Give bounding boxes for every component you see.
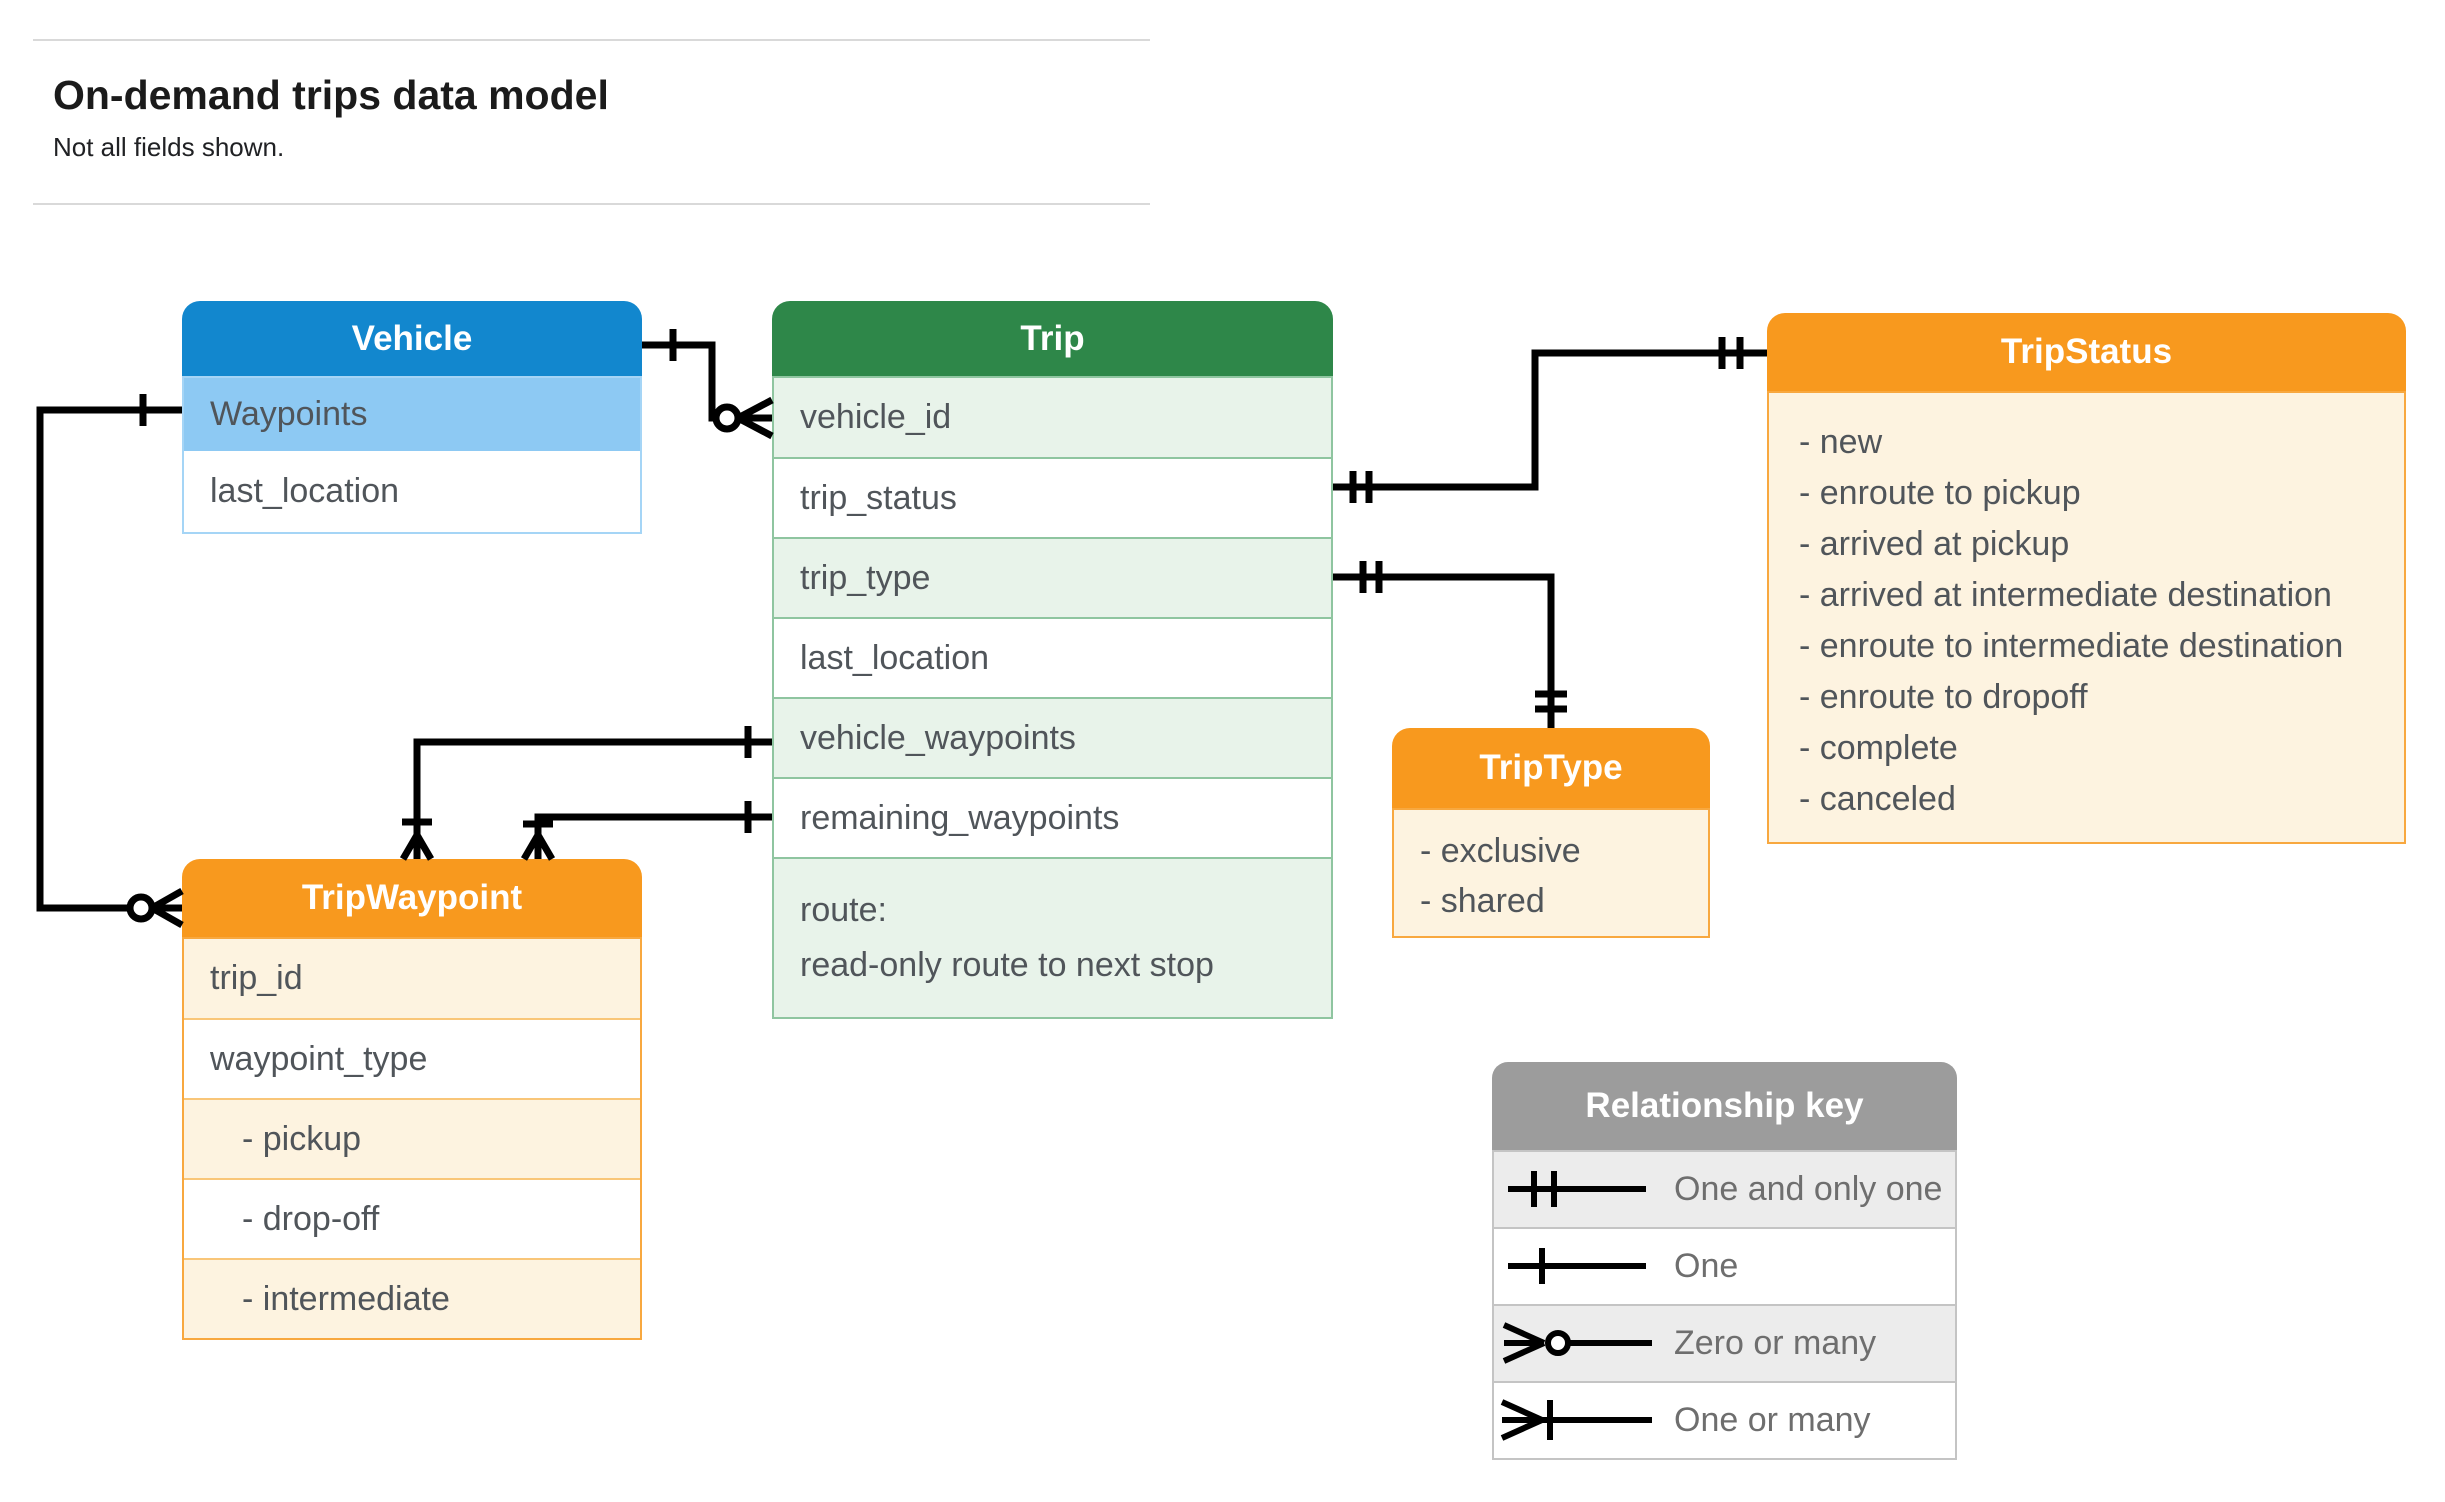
trip-status-value-enroute-to-intermediate-destination: - enroute to intermediate destination <box>1799 627 2344 665</box>
trip-status-value-enroute-to-dropoff: - enroute to dropoff <box>1799 678 2088 716</box>
trip-status-value-enroute-to-pickup: - enroute to pickup <box>1799 474 2081 512</box>
entity-trip-title: Trip <box>772 301 1333 376</box>
entity-trip-waypoint: TripWaypoint trip_id waypoint_type - pic… <box>182 859 642 1340</box>
trip-field-vehicle-waypoints: vehicle_waypoints <box>774 697 1331 777</box>
one-or-many-symbol <box>1500 1399 1652 1441</box>
legend-row-one-or-many: One or many <box>1494 1381 1955 1458</box>
trip-field-remaining-waypoints: remaining_waypoints <box>774 777 1331 857</box>
trip-type-value-shared: - shared <box>1420 882 1545 920</box>
legend-label: Zero or many <box>1674 1324 1877 1362</box>
entity-trip-waypoint-title: TripWaypoint <box>182 859 642 937</box>
trip-field-route: route: read-only route to next stop <box>774 857 1331 1017</box>
legend-row-zero-or-many: Zero or many <box>1494 1304 1955 1381</box>
legend-row-one: One <box>1494 1227 1955 1304</box>
connector-trip-vehicle-waypoints-to-tripwaypoint <box>399 726 772 861</box>
one-symbol <box>1508 1248 1646 1284</box>
trip-waypoint-value-intermediate: - intermediate <box>184 1258 640 1338</box>
vehicle-field-last-location: last_location <box>184 451 640 532</box>
trip-field-trip-type: trip_type <box>774 537 1331 617</box>
entity-trip-status: TripStatus - new - enroute to pickup - a… <box>1767 313 2406 844</box>
entity-vehicle-title: Vehicle <box>182 301 642 376</box>
one-and-only-one-symbol <box>1508 1171 1646 1207</box>
trip-status-value-new: - new <box>1799 423 1883 461</box>
connector-vehicle-waypoints-to-tripwaypoint <box>36 394 184 929</box>
trip-waypoint-field-waypoint-type: waypoint_type <box>184 1018 640 1098</box>
trip-field-trip-status: trip_status <box>774 457 1331 537</box>
legend-label: One <box>1674 1247 1739 1285</box>
connector-trip-remaining-waypoints-to-tripwaypoint <box>520 801 772 861</box>
trip-status-value-complete: - complete <box>1799 729 1958 767</box>
trip-status-value-arrived-at-intermediate-destination: - arrived at intermediate destination <box>1799 576 2332 614</box>
trip-route-line1: route: <box>800 891 887 929</box>
connector-trip-to-tripstatus <box>1333 337 1767 503</box>
trip-waypoint-value-drop-off: - drop-off <box>184 1178 640 1258</box>
connector-vehicle-to-trip <box>642 329 774 440</box>
trip-status-value-canceled: - canceled <box>1799 780 1956 818</box>
legend-row-one-and-only-one: One and only one <box>1494 1152 1955 1227</box>
legend-label: One or many <box>1674 1401 1871 1439</box>
entity-trip-type-title: TripType <box>1392 728 1710 808</box>
connector-trip-to-triptype <box>1333 561 1567 728</box>
entity-trip: Trip vehicle_id trip_status trip_type la… <box>772 301 1333 1019</box>
relationship-key: Relationship key One and only one <box>1492 1062 1957 1460</box>
zero-or-many-symbol <box>1502 1322 1652 1364</box>
legend-label: One and only one <box>1674 1170 1943 1208</box>
trip-route-line2: read-only route to next stop <box>800 946 1214 984</box>
trip-waypoint-value-pickup: - pickup <box>184 1098 640 1178</box>
trip-status-value-arrived-at-pickup: - arrived at pickup <box>1799 525 2070 563</box>
page-title: On-demand trips data model <box>53 72 609 118</box>
entity-trip-type: TripType - exclusive - shared <box>1392 728 1710 938</box>
header-divider <box>33 203 1150 205</box>
top-divider <box>33 39 1150 41</box>
trip-field-vehicle-id: vehicle_id <box>774 378 1331 457</box>
trip-field-last-location: last_location <box>774 617 1331 697</box>
entity-trip-status-title: TripStatus <box>1767 313 2406 391</box>
trip-type-value-exclusive: - exclusive <box>1420 832 1581 870</box>
vehicle-field-waypoints: Waypoints <box>184 378 640 451</box>
trip-waypoint-field-trip-id: trip_id <box>184 939 640 1018</box>
page-subtitle: Not all fields shown. <box>53 132 285 162</box>
relationship-key-title: Relationship key <box>1492 1062 1957 1150</box>
entity-vehicle: Vehicle Waypoints last_location <box>182 301 642 534</box>
